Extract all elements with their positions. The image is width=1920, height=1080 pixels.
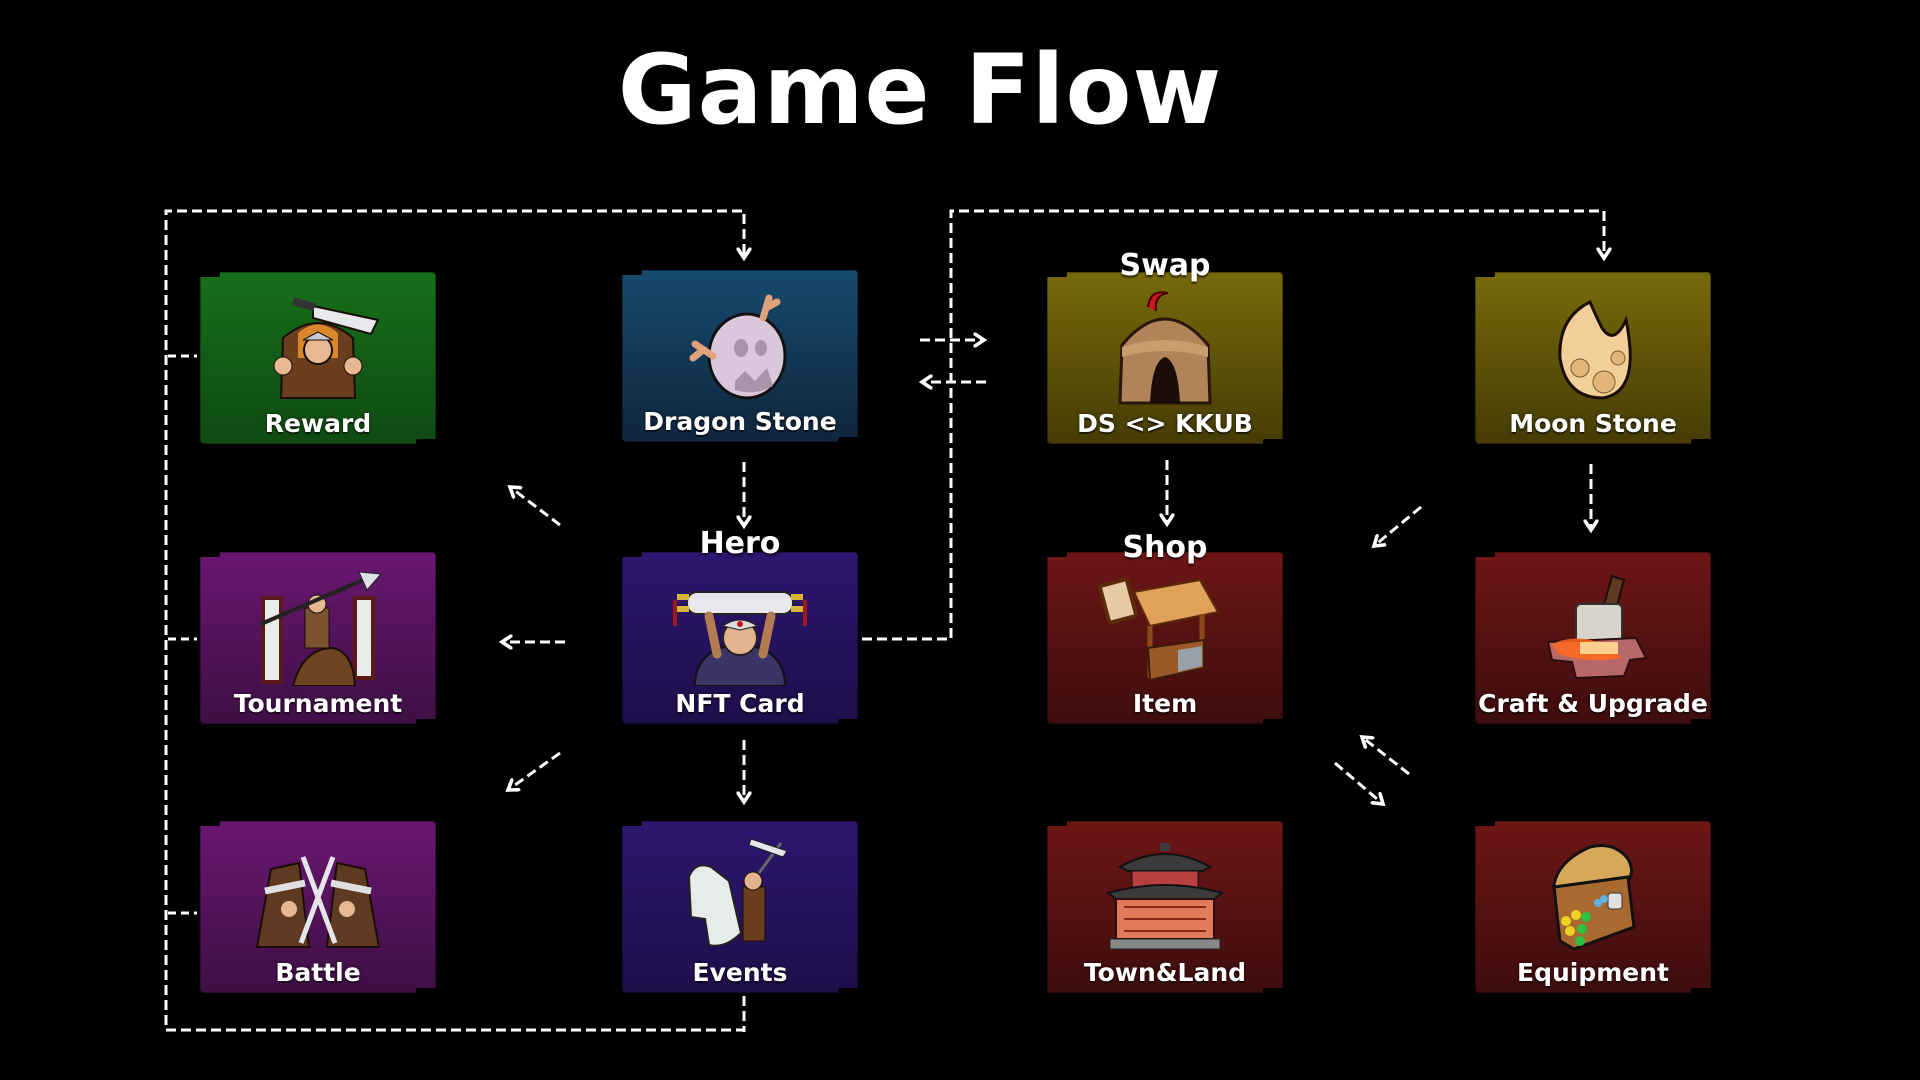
node-label: Reward — [264, 409, 372, 438]
swap-top-label: Swap — [1119, 248, 1211, 283]
node-label: Craft & Upgrade — [1478, 689, 1708, 718]
moon-stone-icon — [1558, 299, 1632, 400]
crossed-swords-warriors-icon — [255, 856, 381, 948]
anvil-hammer-icon — [1546, 574, 1648, 680]
warrior-holding-scroll-icon — [673, 591, 807, 686]
connector-hero-to-moonstone — [862, 209, 1604, 641]
node-tournament[interactable]: Tournament — [198, 549, 438, 727]
node-label: Town&Land — [1083, 958, 1247, 987]
arrow-hero-to-battle — [508, 751, 561, 790]
node-label: Equipment — [1517, 958, 1669, 987]
warrior-with-sword-icon — [273, 297, 380, 399]
arrow-moonstone-to-shop — [1374, 505, 1422, 546]
market-stall-icon — [1098, 577, 1220, 682]
node-swap[interactable]: DS <> KKUB — [1045, 269, 1285, 447]
node-label: Dragon Stone — [643, 407, 837, 436]
node-equipment[interactable]: Equipment — [1473, 818, 1713, 996]
shop-top-label: Shop — [1122, 530, 1208, 565]
node-label: NFT Card — [675, 689, 805, 718]
connector-loop-left — [164, 209, 744, 1032]
yurt-tent-icon — [1118, 291, 1212, 405]
node-label: Tournament — [233, 689, 403, 718]
mounted-warrior-banners-icon — [260, 571, 383, 686]
node-battle[interactable]: Battle — [198, 818, 438, 996]
node-hero-nft-card[interactable]: NFT Card — [620, 549, 860, 727]
node-dragon-stone[interactable]: Dragon Stone — [620, 267, 860, 445]
node-label: Moon Stone — [1509, 409, 1677, 438]
node-label: Item — [1132, 689, 1198, 718]
node-label: Battle — [275, 958, 361, 987]
node-label: DS <> KKUB — [1077, 409, 1253, 438]
node-reward[interactable]: Reward — [198, 269, 438, 447]
arrow-shop-to-equipment — [1334, 761, 1383, 804]
node-town-land[interactable]: Town&Land — [1045, 818, 1285, 996]
node-shop-item[interactable]: Item — [1045, 549, 1285, 727]
node-events[interactable]: Events — [620, 818, 860, 996]
node-craft-upgrade[interactable]: Craft & Upgrade — [1473, 549, 1713, 727]
dragon-egg-icon — [689, 294, 787, 400]
treasure-chest-icon — [1552, 844, 1636, 951]
diagram-title: Game Flow — [617, 34, 1223, 146]
node-moon-stone[interactable]: Moon Stone — [1473, 269, 1713, 447]
node-label: Events — [692, 958, 788, 987]
rider-on-horse-icon — [687, 838, 788, 947]
arrow-hero-to-reward — [510, 487, 561, 527]
pagoda-building-icon — [1105, 843, 1225, 950]
arrow-town-to-craft — [1362, 737, 1410, 776]
hero-top-label: Hero — [699, 526, 781, 561]
